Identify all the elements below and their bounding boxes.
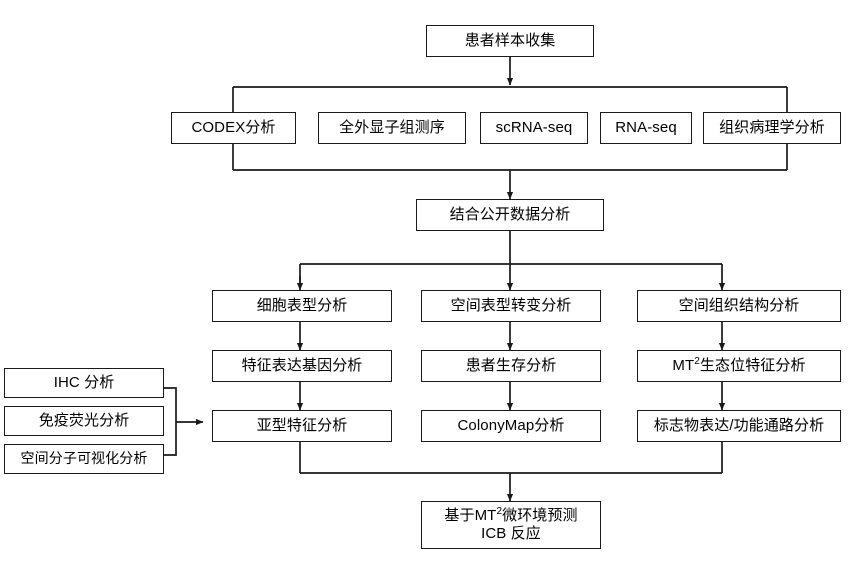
node-label-suffix: 生态位特征分析	[699, 356, 806, 374]
node-colonymap-analysis[interactable]: ColonyMap分析	[421, 410, 601, 442]
node-label: 空间表型转变分析	[450, 296, 572, 314]
node-label-superscript: 2	[496, 505, 503, 517]
node-patient-sample-collection[interactable]: 患者样本收集	[426, 25, 594, 57]
node-label: 患者样本收集	[464, 31, 556, 49]
node-spatial-molecular-visualization-analysis[interactable]: 空间分子可视化分析	[4, 444, 164, 474]
node-ihc-analysis[interactable]: IHC 分析	[4, 368, 164, 398]
node-label: 特征表达基因分析	[241, 356, 363, 374]
node-label: RNA-seq	[615, 118, 677, 136]
node-label: 患者生存分析	[465, 356, 557, 374]
node-label: scRNA-seq	[495, 118, 573, 136]
node-label: 细胞表型分析	[256, 296, 348, 314]
node-label: CODEX分析	[191, 118, 276, 136]
node-marker-expression-pathway-analysis[interactable]: 标志物表达/功能通路分析	[637, 410, 841, 442]
node-combined-public-data-analysis[interactable]: 结合公开数据分析	[416, 199, 604, 231]
node-label-line1: 基于MT2微环境预测	[444, 505, 578, 525]
node-patient-survival-analysis[interactable]: 患者生存分析	[421, 350, 601, 382]
node-label: IHC 分析	[53, 373, 115, 391]
node-label-prefix: 基于MT	[444, 506, 497, 524]
node-codex-analysis[interactable]: CODEX分析	[171, 112, 296, 144]
node-label: 标志物表达/功能通路分析	[653, 416, 825, 434]
node-subtype-feature-analysis[interactable]: 亚型特征分析	[212, 410, 392, 442]
node-whole-exome-sequencing[interactable]: 全外显子组测序	[318, 112, 466, 144]
node-label-suffix: 微环境预测	[502, 506, 578, 524]
node-label: 亚型特征分析	[256, 416, 348, 434]
node-label: 空间分子可视化分析	[20, 450, 148, 467]
node-label-line2: ICB 反应	[481, 525, 541, 542]
node-label-prefix: MT	[672, 356, 695, 374]
node-spatial-tissue-structure-analysis[interactable]: 空间组织结构分析	[637, 290, 841, 322]
node-scrna-seq[interactable]: scRNA-seq	[480, 112, 588, 144]
node-label: 空间组织结构分析	[678, 296, 800, 314]
node-feature-expression-gene-analysis[interactable]: 特征表达基因分析	[212, 350, 392, 382]
connector-left-bracket	[164, 387, 177, 456]
node-rna-seq[interactable]: RNA-seq	[600, 112, 692, 144]
node-label: 组织病理学分析	[719, 118, 825, 136]
node-icb-response-prediction[interactable]: 基于MT2微环境预测 ICB 反应	[421, 501, 601, 549]
node-label-superscript: 2	[694, 355, 700, 367]
node-spatial-phenotype-transition-analysis[interactable]: 空间表型转变分析	[421, 290, 601, 322]
node-label: 结合公开数据分析	[449, 205, 571, 223]
node-cell-phenotype-analysis[interactable]: 细胞表型分析	[212, 290, 392, 322]
node-immunofluorescence-analysis[interactable]: 免疫荧光分析	[4, 406, 164, 436]
node-label: 免疫荧光分析	[38, 411, 130, 429]
node-label: ColonyMap分析	[457, 416, 565, 434]
node-mt2-niche-feature-analysis[interactable]: MT2生态位特征分析	[637, 350, 841, 382]
node-histopathology-analysis[interactable]: 组织病理学分析	[703, 112, 841, 144]
node-label: MT2生态位特征分析	[672, 355, 806, 375]
node-label: 全外显子组测序	[339, 118, 445, 136]
